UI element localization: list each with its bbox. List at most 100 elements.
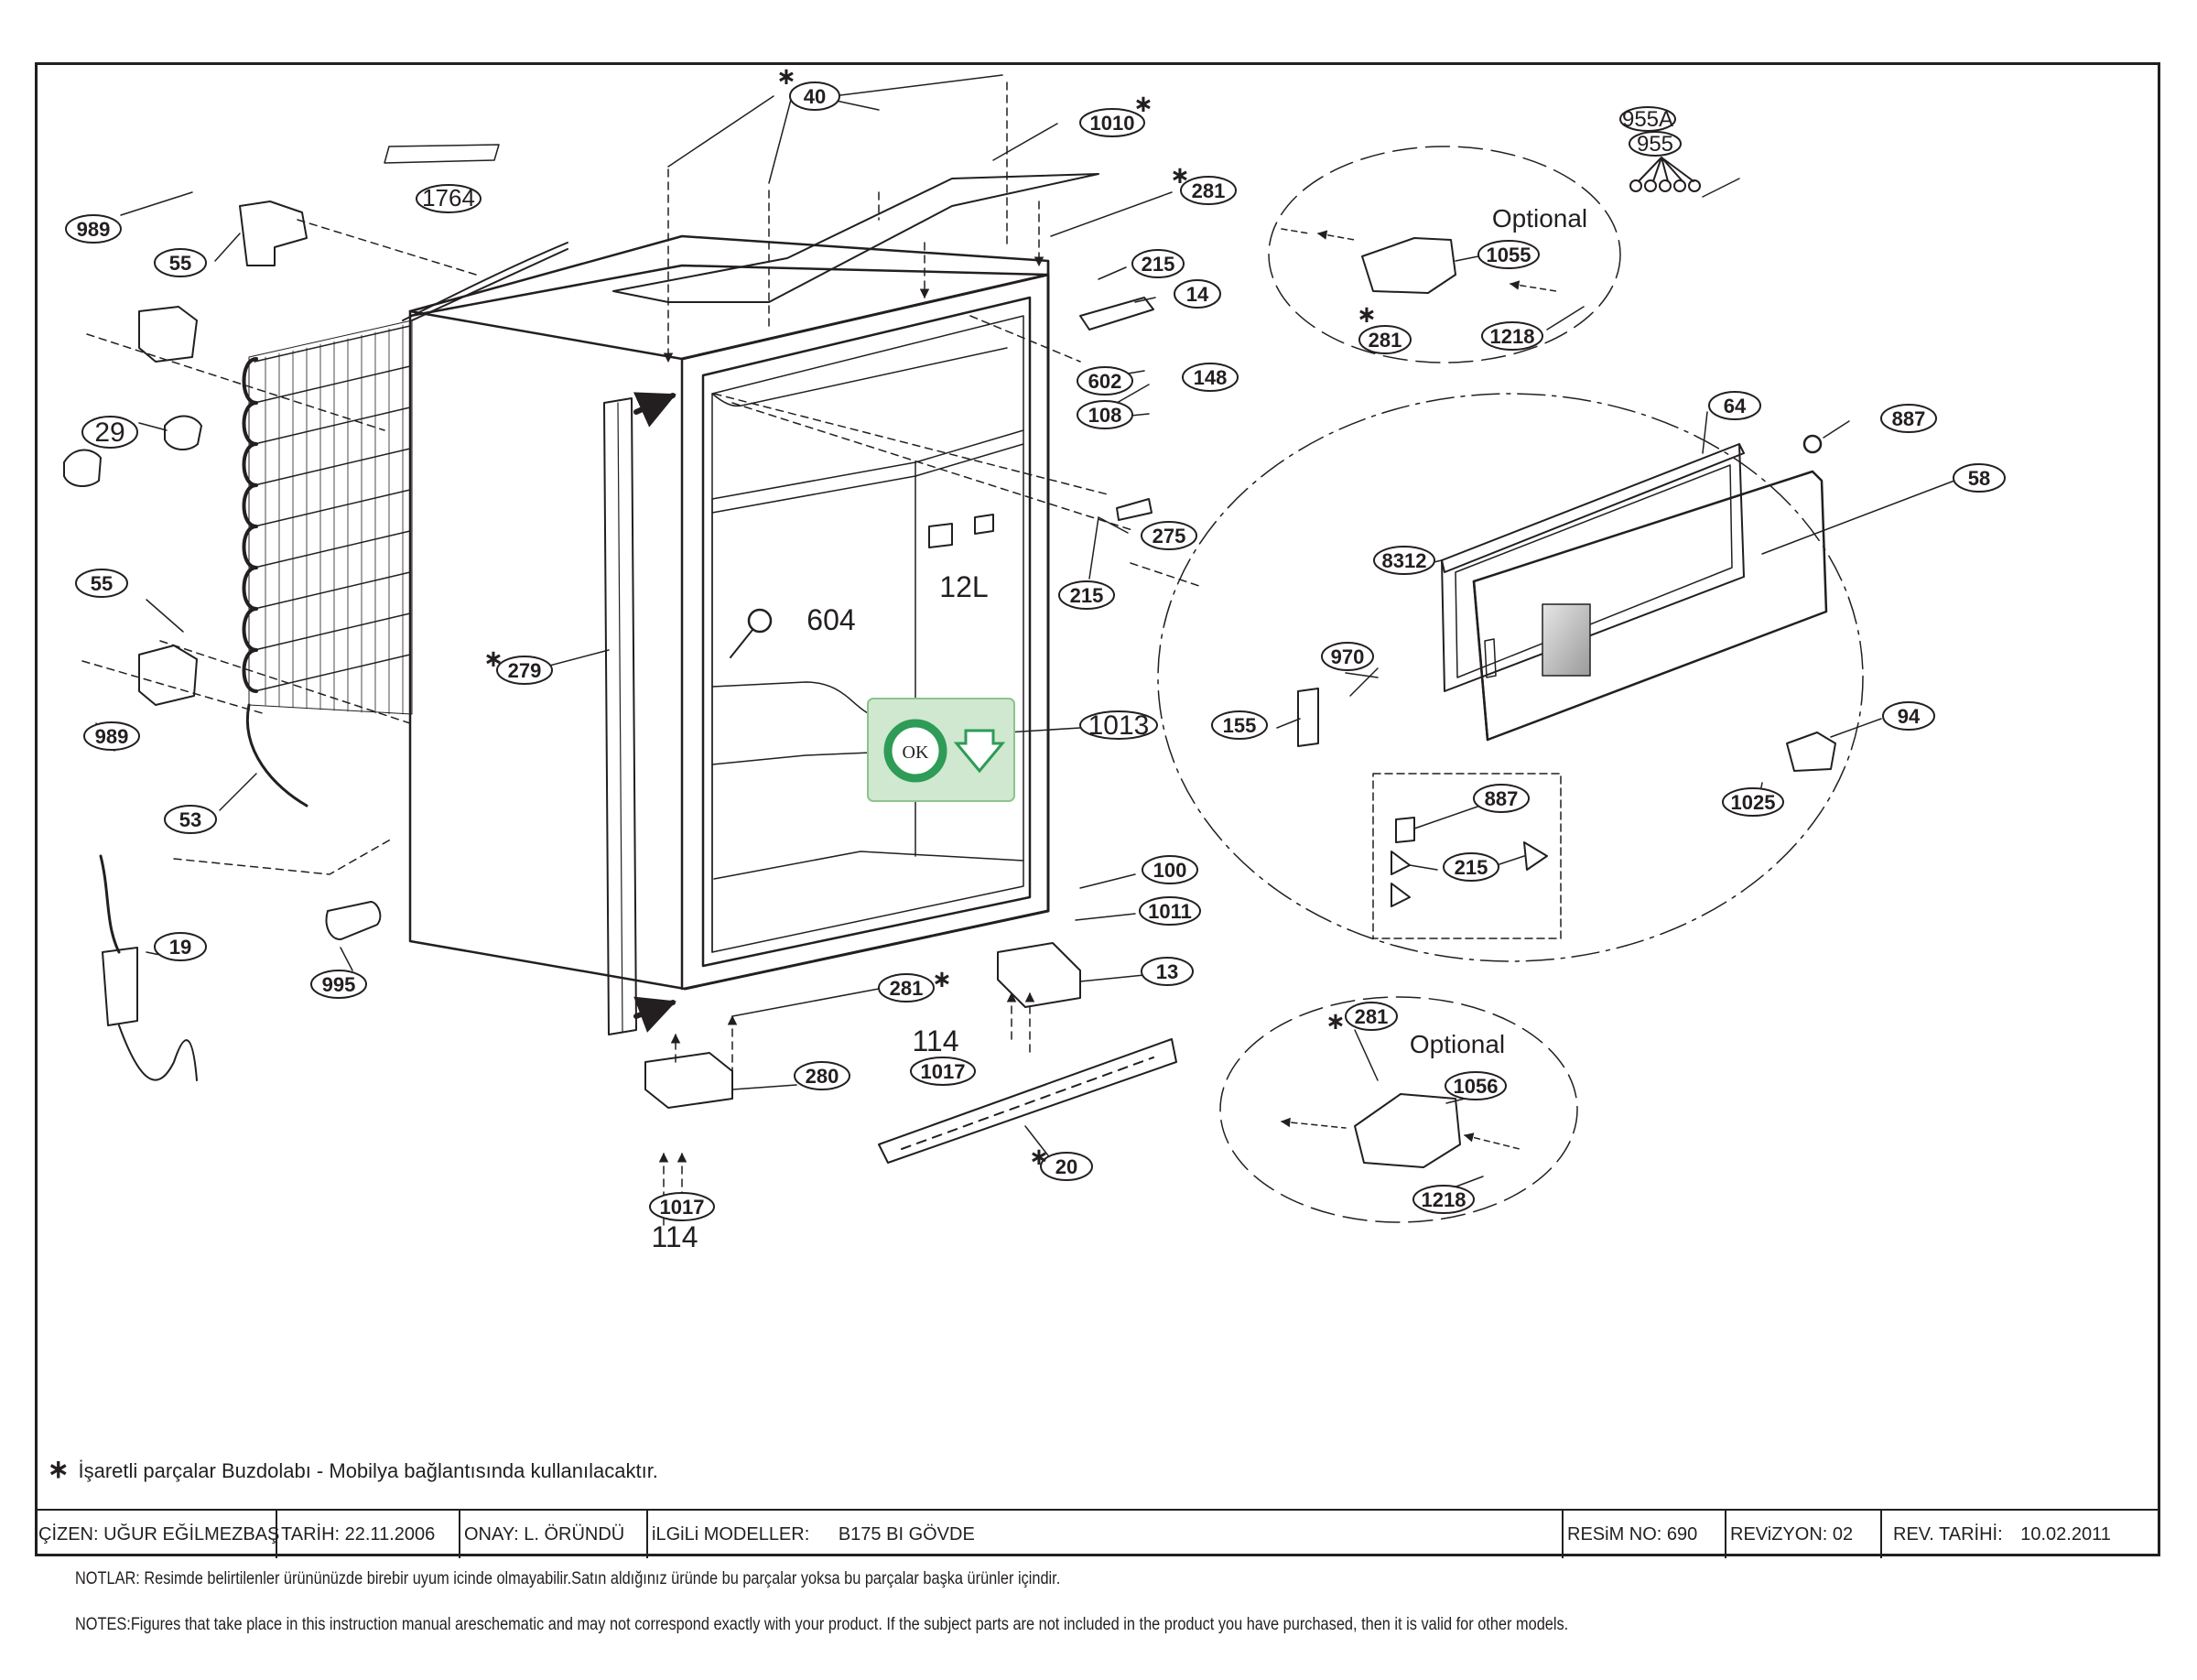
approved-by: ONAY: L. ÖRÜNDÜ: [460, 1511, 648, 1558]
callout-215-box: 215: [1455, 856, 1488, 879]
callout-bubble-55-top: [154, 248, 207, 277]
callout-bubble-215-mid: [1058, 580, 1115, 610]
svg-text:∗: ∗: [1170, 162, 1190, 190]
callout-955A: 955A: [1622, 107, 1673, 132]
callout-bubbles: [65, 81, 2006, 1221]
callout-995: 995: [322, 973, 356, 996]
optional-hinge-group-1: [1268, 146, 1621, 363]
callout-bubble-1218-a: [1481, 321, 1543, 351]
optional-label-2: Optional: [1410, 1030, 1505, 1058]
callout-604: 604: [806, 603, 855, 636]
callout-bubble-100: [1142, 855, 1198, 884]
callout-155: 155: [1223, 714, 1257, 737]
callout-114-a: 114: [912, 1024, 958, 1057]
callout-281-top: 281: [1192, 179, 1226, 202]
callout-148: 148: [1194, 366, 1228, 389]
condenser-coil: [242, 242, 568, 807]
callout-bubble-94: [1882, 701, 1935, 731]
callout-bubble-108: [1077, 400, 1133, 429]
callout-bubble-989-top: [65, 214, 122, 244]
callout-887-b: 887: [1485, 787, 1519, 810]
callout-bubble-279: [496, 656, 553, 685]
door-window: [1542, 603, 1591, 677]
asterisk-footnote-text: İşaretli parçalar Buzdolabı - Mobilya ba…: [78, 1459, 658, 1482]
callout-bubble-970: [1321, 642, 1374, 671]
callout-bubble-1055: [1477, 240, 1540, 269]
callout-bubble-215-top: [1131, 249, 1185, 278]
small-parts: [63, 144, 1177, 1164]
callout-12L: 12L: [939, 570, 988, 603]
door-assembly: [1297, 434, 1836, 939]
callout-bubble-989-bottom: [83, 721, 140, 751]
ok-badge-label: OK: [903, 742, 929, 763]
optional-label-1: Optional: [1492, 204, 1587, 233]
callout-bubble-155: [1211, 710, 1268, 740]
hinge-1056: [1280, 1093, 1521, 1168]
callout-1056: 1056: [1454, 1075, 1499, 1098]
drawn-by: ÇİZEN: UĞUR EĞİLMEZBAŞ: [35, 1511, 279, 1558]
related-models: iLGiLi MODELLER: B175 BI GÖVDE: [648, 1511, 1564, 1558]
callout-bubble-995: [310, 970, 367, 999]
callout-1017-b: 1017: [660, 1196, 705, 1219]
callout-bubble-215-box: [1443, 852, 1499, 882]
callout-bubble-1764: [416, 184, 482, 213]
callout-bubble-14: [1174, 279, 1221, 309]
spare-parts-inset: [1372, 773, 1562, 939]
callout-bubble-1011: [1139, 896, 1201, 926]
callout-114-b: 114: [651, 1220, 698, 1253]
revision-date-value: 10.02.2011: [2020, 1524, 2111, 1545]
door-group: [1157, 393, 1864, 962]
callout-bubble-13: [1141, 957, 1194, 986]
callout-bubble-53: [164, 805, 217, 834]
callout-bubble-281-opt2: [1345, 1002, 1398, 1031]
callout-bubble-58: [1953, 463, 2006, 493]
notes-turkish: NOTLAR: Resimde belirtilenler ürününüzde…: [75, 1569, 1061, 1588]
callout-55-top: 55: [169, 252, 191, 275]
callout-55-bottom: 55: [91, 572, 113, 595]
revision-date: REV. TARİHİ: 10.02.2011: [1882, 1511, 2157, 1558]
callout-1013: 1013: [1088, 710, 1150, 741]
related-models-label: iLGiLi MODELLER:: [652, 1524, 810, 1545]
drawing-number: RESiM NO: 690: [1564, 1511, 1726, 1558]
callout-bubble-887-b: [1473, 784, 1530, 813]
svg-text:∗: ∗: [1133, 91, 1153, 118]
callout-19: 19: [169, 936, 191, 959]
callout-1218-a: 1218: [1490, 325, 1535, 348]
callout-bubble-602: [1077, 366, 1133, 396]
related-models-value: B175 BI GÖVDE: [838, 1524, 975, 1545]
callout-1017-a: 1017: [921, 1060, 966, 1083]
callout-989-bottom: 989: [95, 725, 129, 748]
callout-bubble-1010: [1079, 108, 1145, 137]
callout-215-mid: 215: [1070, 584, 1104, 607]
callout-100: 100: [1153, 859, 1187, 882]
callout-1218-b: 1218: [1422, 1188, 1466, 1211]
drawing-date: TARİH: 22.11.2006: [277, 1511, 460, 1558]
callout-887-a: 887: [1892, 407, 1926, 430]
callout-94: 94: [1898, 705, 1921, 728]
revision: REViZYON: 02: [1726, 1511, 1882, 1558]
optional-hinge-group-2: [1219, 996, 1578, 1223]
svg-text:∗: ∗: [1357, 301, 1377, 329]
callout-279: 279: [508, 659, 542, 682]
svg-text:∗: ∗: [1326, 1008, 1346, 1035]
callout-bubble-887-a: [1880, 404, 1937, 433]
callout-bubble-281-top: [1180, 176, 1237, 205]
callout-108: 108: [1088, 404, 1122, 427]
hinge-1055: [1281, 229, 1557, 294]
callout-989-top: 989: [77, 218, 111, 241]
callout-14: 14: [1186, 283, 1209, 306]
callout-281-opt2: 281: [1355, 1005, 1389, 1028]
svg-text:∗: ∗: [932, 966, 952, 993]
revision-date-label: REV. TARİHİ:: [1893, 1524, 2003, 1545]
callout-bubble-55-bottom: [75, 569, 128, 598]
callout-bubble-20: [1040, 1152, 1093, 1181]
callout-numbers: 40 1010 1764 281 989 55 29 215 14 602 14…: [77, 85, 1991, 1253]
callout-64: 64: [1724, 395, 1747, 417]
svg-text:∗: ∗: [1029, 1143, 1049, 1171]
callout-bubble-955A: [1619, 106, 1676, 132]
svg-text:∗: ∗: [483, 645, 503, 673]
callout-bubble-64: [1708, 391, 1761, 420]
assembly-guide-lines: [81, 81, 1200, 1228]
callout-8312: 8312: [1382, 549, 1427, 572]
